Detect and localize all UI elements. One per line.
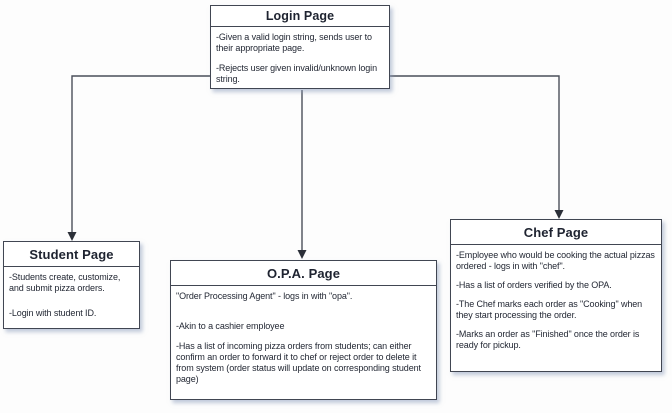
node-opa-page: O.P.A. Page "Order Processing Agent" - l… [170,260,437,400]
chef-bullet: -Has a list of orders verified by the OP… [456,279,612,290]
node-login-page: Login Page -Given a valid login string, … [210,5,390,89]
opa-page-title: O.P.A. Page [171,261,436,286]
opa-bullet: -Akin to a cashier employee [176,320,285,331]
opa-bullet: "Order Processing Agent" - logs in with … [176,291,353,301]
connector-login-to-opa [297,90,307,259]
student-page-title: Student Page [4,242,139,267]
chef-page-body: -Employee who would be cooking the actua… [451,245,661,363]
arrowhead-icon [67,232,77,241]
connector-login-to-chef [390,75,564,219]
login-page-title: Login Page [211,6,389,27]
student-bullet: -Login with student ID. [9,307,97,318]
arrowhead-icon [297,250,307,259]
chef-bullet: -Employee who would be cooking the actua… [456,250,655,271]
login-bullet: -Given a valid login string, sends user … [216,32,372,53]
chef-bullet: -Marks an order as "Finished" once the o… [456,328,640,350]
connector-login-to-student [67,75,210,241]
opa-bullet: -Has a list of incoming pizza orders fro… [176,340,421,384]
opa-page-body: "Order Processing Agent" - logs in with … [171,286,436,389]
node-student-page: Student Page -Students create, customize… [3,241,140,329]
chef-page-title: Chef Page [451,220,661,245]
student-page-body: -Students create, customize, and submit … [4,267,139,337]
arrowhead-icon [554,210,564,219]
node-chef-page: Chef Page -Employee who would be cooking… [450,219,662,372]
login-bullet: -Rejects user given invalid/unknown logi… [216,62,377,84]
chef-bullet: -The Chef marks each order as "Cooking" … [456,298,643,320]
login-page-body: -Given a valid login string, sends user … [211,27,389,89]
student-bullet: -Students create, customize, and submit … [9,272,121,293]
